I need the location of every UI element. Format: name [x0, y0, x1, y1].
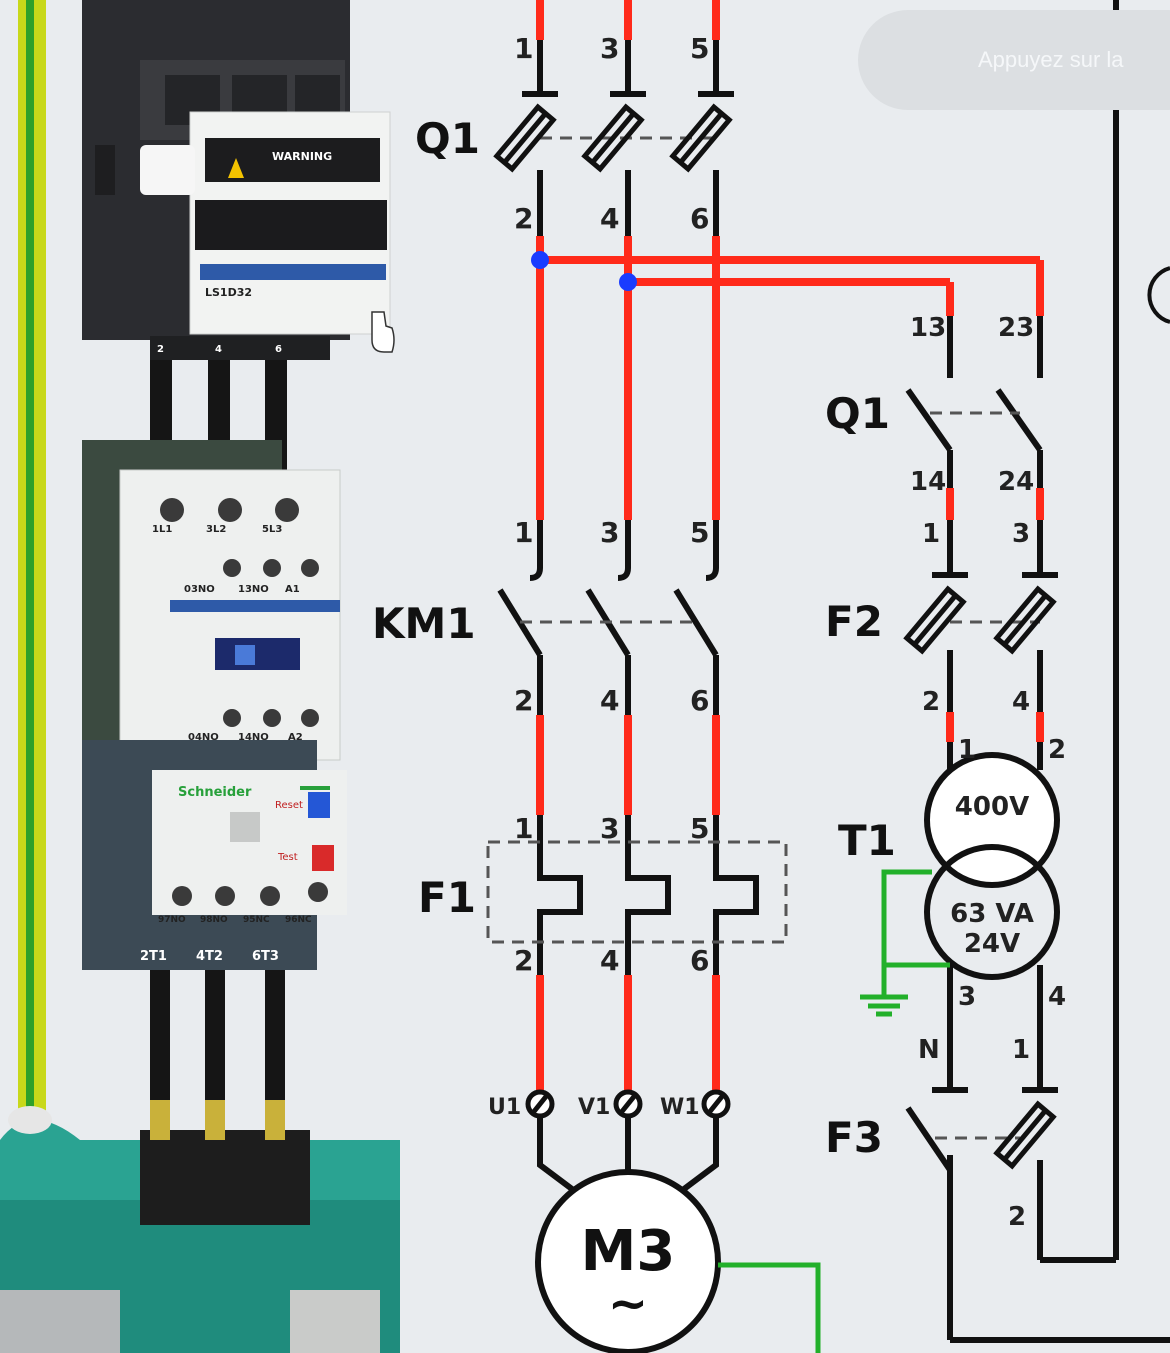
q1-power-terminal-3: 3: [600, 32, 619, 65]
f2-terminal-3: 3: [1012, 519, 1030, 549]
f3-fuse: [993, 1100, 1057, 1170]
f3-terminal-n: N: [918, 1035, 940, 1065]
km1-terminal-6: 6: [690, 684, 709, 717]
contactor-terminal-1l1: 1L1: [152, 524, 172, 535]
contactor-aux-14no: 14NO: [238, 732, 269, 743]
transformer-earth-wire: [881, 869, 950, 995]
t1-pin-1: 1: [958, 735, 976, 765]
contactor-aux-04no: 04NO: [188, 732, 219, 743]
motor-label: M3: [581, 1219, 676, 1284]
reset-button: [308, 792, 330, 818]
transformer-secondary: [924, 844, 1060, 980]
q1-power-terminal-5: 5: [690, 32, 709, 65]
relay-aux-96nc: 96NC: [285, 915, 312, 925]
motor-terminal-v1: V1: [578, 1095, 610, 1120]
device-illustration: WARNING LS1D32 2 4 6 1L1 3L2 5L3 03NO 13…: [0, 0, 400, 1353]
f3-terminal-2: 2: [1008, 1202, 1026, 1232]
q1-aux-label: Q1: [825, 389, 890, 438]
relay-brand: Schneider: [178, 785, 252, 800]
q1-power-terminal-4: 4: [600, 202, 619, 235]
q1-power-label: Q1: [415, 114, 480, 163]
f1-terminal-5: 5: [690, 812, 709, 845]
motor-earth-wire: [718, 1262, 821, 1353]
hint-overlay: Appuyez sur la: [858, 10, 1170, 110]
t1-primary-voltage: 400V: [955, 792, 1029, 822]
relay-output-2t1: 2T1: [140, 949, 167, 964]
q1-aux-terminal-24: 24: [998, 467, 1034, 497]
q1-power-terminal-2: 2: [514, 202, 533, 235]
f1-terminal-4: 4: [600, 944, 619, 977]
motor-symbol: [535, 1169, 721, 1353]
km1-terminal-1: 1: [514, 516, 533, 549]
f2-label: F2: [825, 597, 883, 646]
contactor-terminal-5l3: 5L3: [262, 524, 282, 535]
breaker-terminal-4: 4: [215, 344, 222, 355]
q1-fuses: [493, 103, 733, 173]
earth-icon: [860, 994, 908, 1017]
contactor-aux-a2: A2: [288, 732, 303, 743]
hand-cursor-icon: [371, 311, 395, 353]
power-wires: [536, 0, 1044, 1090]
f2-terminal-2: 2: [922, 687, 940, 717]
motor-photo: [0, 1100, 400, 1353]
breaker-terminal-6: 6: [275, 344, 282, 355]
motor-terminal-u1: U1: [488, 1095, 521, 1120]
contactor-aux-03no: 03NO: [184, 584, 215, 595]
f2-terminal-1: 1: [922, 519, 940, 549]
t1-pin-2: 2: [1048, 735, 1066, 765]
cables-lower: [150, 970, 285, 1110]
breaker-terminal-2: 2: [157, 344, 164, 355]
circuit-breaker: WARNING LS1D32 2 4 6: [82, 0, 395, 360]
f3-terminal-1: 1: [1012, 1035, 1030, 1065]
motor-ac-symbol: ~: [608, 1276, 648, 1332]
f1-terminal-1: 1: [514, 812, 533, 845]
relay-aux-98no: 98NO: [200, 915, 228, 925]
motor-terminals: [525, 1089, 731, 1119]
relay-output-4t2: 4T2: [196, 949, 223, 964]
t1-rating: 63 VA: [950, 899, 1034, 929]
f1-terminal-2: 2: [514, 944, 533, 977]
black-wires: [497, 0, 1170, 1343]
t1-pin-4: 4: [1048, 982, 1066, 1012]
contactor: 1L1 3L2 5L3 03NO 13NO A1 04NO 14NO A2: [82, 440, 341, 761]
q1-power-terminal-1: 1: [514, 32, 533, 65]
f3-label: F3: [825, 1113, 883, 1162]
relay-output-6t3: 6T3: [252, 949, 279, 964]
km1-terminal-5: 5: [690, 516, 709, 549]
f1-terminal-3: 3: [600, 812, 619, 845]
t1-label: T1: [838, 816, 896, 865]
breaker-warning-text: WARNING: [272, 150, 332, 163]
f2-fuses: [903, 585, 1057, 655]
relay-aux-95nc: 95NC: [243, 915, 270, 925]
q1-aux-terminal-14: 14: [910, 467, 946, 497]
junction-node-l2: [619, 273, 637, 291]
relay-test-label: Test: [277, 852, 298, 863]
contactor-terminal-3l2: 3L2: [206, 524, 226, 535]
mechanical-links: [486, 136, 1040, 1140]
contactor-aux-13no: 13NO: [238, 584, 269, 595]
transformer-primary: [924, 752, 1060, 888]
breaker-model: LS1D32: [205, 286, 252, 299]
q1-aux-terminal-13: 13: [910, 313, 946, 343]
km1-terminal-2: 2: [514, 684, 533, 717]
t1-secondary-voltage: 24V: [964, 929, 1020, 959]
q1-aux-terminal-23: 23: [998, 313, 1034, 343]
f2-terminal-4: 4: [1012, 687, 1030, 717]
km1-terminal-4: 4: [600, 684, 619, 717]
km1-terminal-3: 3: [600, 516, 619, 549]
motor-terminal-w1: W1: [660, 1095, 700, 1120]
contactor-aux-a1: A1: [285, 584, 300, 595]
junction-node-l1: [531, 251, 549, 269]
relay-aux-97no: 97NO: [158, 915, 186, 925]
f1-label: F1: [418, 873, 476, 922]
overload-relay: Schneider Reset Test 97NO 98NO 95NC 96NC…: [82, 740, 347, 970]
f1-terminal-6: 6: [690, 944, 709, 977]
relay-reset-label: Reset: [275, 800, 303, 811]
t1-pin-3: 3: [958, 982, 976, 1012]
q1-power-terminal-6: 6: [690, 202, 709, 235]
test-button: [312, 845, 334, 871]
